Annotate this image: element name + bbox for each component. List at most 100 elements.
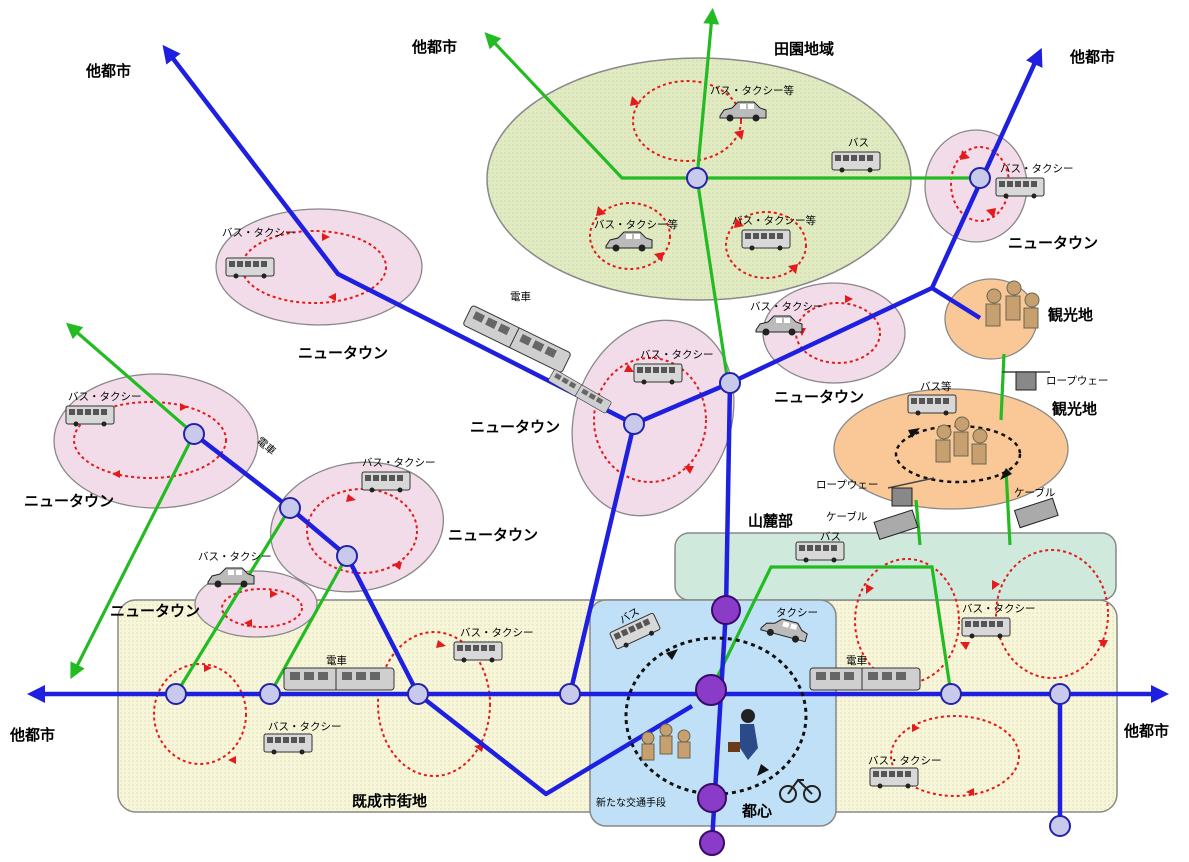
bus-icon bbox=[741, 229, 791, 251]
station bbox=[1049, 815, 1071, 837]
station bbox=[559, 683, 581, 705]
rail-line bbox=[162, 44, 636, 427]
bus-icon bbox=[225, 257, 275, 279]
major-stations bbox=[695, 595, 741, 856]
circulation-loop bbox=[854, 558, 960, 684]
circulation-loop bbox=[890, 715, 1020, 797]
circulation-loop bbox=[795, 302, 881, 364]
other-city-label: 他都市 bbox=[85, 62, 131, 80]
vehicle-label: バス・タクシー bbox=[962, 603, 1036, 615]
station bbox=[407, 683, 429, 705]
existing-urban-label: 既成市街地 bbox=[352, 792, 427, 810]
bus-icon bbox=[361, 471, 411, 493]
station bbox=[279, 497, 301, 519]
vehicle-label: バス・タクシー bbox=[198, 551, 272, 563]
tourist-group-icon bbox=[935, 416, 988, 465]
vehicle-label: バス・タクシー bbox=[222, 227, 296, 239]
circulation-loop bbox=[221, 588, 303, 628]
rail-line bbox=[192, 432, 694, 797]
tourist-spot-label: 観光地 bbox=[1052, 400, 1097, 418]
cable-car-icon bbox=[1013, 497, 1059, 529]
train-icon bbox=[283, 667, 395, 691]
vehicle-label: ケーブル bbox=[826, 510, 867, 523]
bus-icon bbox=[263, 733, 313, 755]
circulation-loop bbox=[73, 401, 227, 479]
station bbox=[940, 683, 962, 705]
ropeway-icon bbox=[1002, 371, 1050, 391]
circulation-loop bbox=[377, 631, 491, 777]
newtown-label: ニュータウン bbox=[110, 602, 200, 620]
bus-route bbox=[70, 433, 196, 680]
newtown-zone-tl bbox=[215, 208, 423, 326]
bus-route bbox=[709, 565, 953, 695]
bus-icon bbox=[869, 767, 919, 789]
bus-icon bbox=[961, 617, 1011, 639]
other-city-label: 他都市 bbox=[9, 726, 55, 744]
newtown-label: ニュータウン bbox=[298, 344, 388, 362]
loop-arrowheads bbox=[112, 96, 1108, 796]
newtown-label: ニュータウン bbox=[24, 492, 114, 510]
train-icon bbox=[809, 667, 921, 691]
other-city-label: 他都市 bbox=[1069, 48, 1115, 66]
bus-route bbox=[174, 507, 292, 695]
vehicle-label: バス・タクシー bbox=[750, 301, 824, 313]
major-station bbox=[711, 595, 741, 625]
station bbox=[969, 167, 991, 189]
station bbox=[183, 423, 205, 445]
circulation-loop bbox=[593, 357, 707, 483]
ropeway-icon bbox=[887, 477, 935, 507]
bus-icon bbox=[633, 363, 683, 385]
pedestrian-icon bbox=[728, 709, 758, 760]
vehicle-label: バス・タクシー bbox=[362, 457, 436, 469]
bus-icon bbox=[907, 394, 957, 416]
vehicle-label: バス・タクシー bbox=[68, 391, 142, 403]
vehicle-labels: バス・タクシー等 バス バス・タクシー等 バス・タクシー等 バス・タクシー バス… bbox=[68, 84, 1108, 767]
tourist-group-icon bbox=[641, 723, 691, 761]
circulation-loop bbox=[589, 202, 671, 270]
rural-area-label: 田園地域 bbox=[774, 40, 834, 58]
newtown-zone-small bbox=[194, 570, 318, 638]
bus-route bbox=[1004, 469, 1012, 546]
new-transit-label: 新たな交通手段 bbox=[596, 796, 666, 809]
major-station bbox=[697, 783, 727, 813]
vehicle-label: バス・タクシー等 bbox=[732, 214, 816, 227]
vehicle-label: ケーブル bbox=[1014, 486, 1055, 499]
bus-routes bbox=[65, 8, 1012, 695]
vehicle-label: ロープウェー bbox=[816, 479, 878, 491]
major-station bbox=[695, 674, 727, 706]
station bbox=[686, 167, 708, 189]
station bbox=[719, 372, 741, 394]
station bbox=[165, 683, 187, 705]
bus-route bbox=[484, 32, 980, 180]
circulation-loop bbox=[995, 549, 1109, 679]
vehicle-label: バス・タクシー bbox=[868, 755, 942, 767]
bus-icon bbox=[795, 541, 845, 563]
tourist-group-icon bbox=[985, 280, 1040, 329]
vehicle-label: タクシー bbox=[776, 607, 818, 619]
newtown-label: ニュータウン bbox=[470, 418, 560, 436]
bus-icon bbox=[453, 641, 503, 663]
vehicle-label: バス bbox=[820, 531, 841, 543]
vehicle-label: バス・タクシー等 bbox=[710, 84, 794, 97]
bus-route bbox=[65, 322, 196, 436]
newtown-zone-mid-l bbox=[269, 461, 445, 593]
other-city-label: 他都市 bbox=[1123, 722, 1169, 740]
bus-icon bbox=[65, 405, 115, 427]
city-center-label: 都心 bbox=[741, 802, 772, 820]
bus-icon bbox=[995, 177, 1045, 199]
vehicle-label: 電車 bbox=[326, 654, 347, 667]
circulation-loop bbox=[153, 663, 247, 765]
newtown-label: ニュータウン bbox=[448, 526, 538, 544]
vehicle-label: バス・タクシー bbox=[460, 627, 534, 639]
stations bbox=[165, 167, 1071, 837]
bus-route bbox=[268, 555, 349, 695]
tourist-zone-2 bbox=[833, 388, 1069, 510]
bus-route bbox=[695, 177, 730, 384]
cable-car-icon bbox=[873, 509, 919, 541]
vehicle-label: 電車 bbox=[510, 290, 531, 303]
foothill-label: 山麓部 bbox=[748, 512, 793, 530]
vehicle-label: バス・タクシー bbox=[1000, 163, 1074, 175]
vehicle-label: バス等 bbox=[920, 380, 952, 393]
vehicle-label: バス・タクシー bbox=[640, 349, 714, 361]
